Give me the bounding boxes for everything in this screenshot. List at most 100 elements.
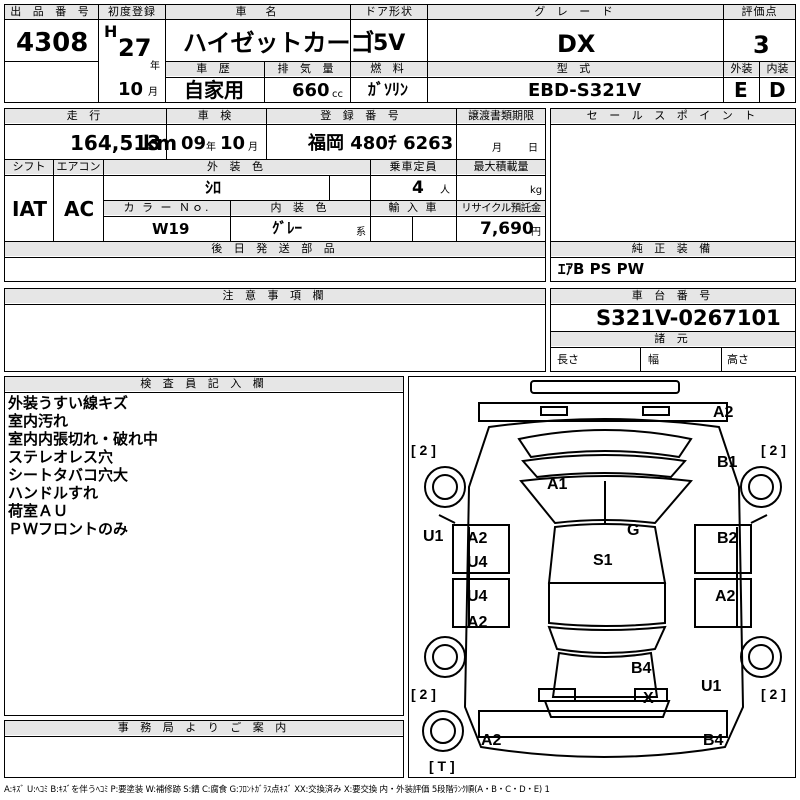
damage-mark: S1 xyxy=(593,552,613,569)
side-label: [ 2 ] xyxy=(761,686,786,702)
transfer-day-unit: 日 xyxy=(528,143,538,154)
fuel-label: 燃 料 xyxy=(351,62,427,76)
year-unit: 年 xyxy=(150,61,160,72)
lot-number: 4308 xyxy=(16,28,89,58)
damage-mark: G xyxy=(627,522,639,539)
model-label: 型 式 xyxy=(428,62,723,76)
height-label: 高さ xyxy=(727,353,749,366)
interior-score: D xyxy=(769,78,786,102)
inspection-month-unit: 月 xyxy=(248,142,258,153)
color-number: W19 xyxy=(152,220,190,238)
capacity: 4 xyxy=(412,178,424,198)
grade: DX xyxy=(557,30,596,58)
inspector-label: 検 査 員 記 入 欄 xyxy=(5,377,403,391)
spec-label: 諸 元 xyxy=(551,332,795,346)
first-reg-label: 初度登録 xyxy=(99,5,165,19)
displacement: 660 xyxy=(292,80,330,101)
damage-diagram: A2 B1 A1 G U1 A2 U4 S1 B2 U4 A2 A2 B4 U1… xyxy=(408,376,796,778)
mileage: 164,513 xyxy=(70,131,162,155)
chassis-number: S321V-0267101 xyxy=(596,306,781,330)
inspection-month: 10 xyxy=(220,133,246,154)
interior-label: 内装 xyxy=(760,62,795,76)
grade-label: グ レ ー ド xyxy=(428,5,723,19)
inspection-year-unit: 年 xyxy=(206,142,216,153)
damage-mark: U4 xyxy=(467,588,488,605)
inspection-year: 09 xyxy=(181,133,207,154)
inspector-note: 外装うすい線キズ xyxy=(8,394,129,412)
notes-box xyxy=(4,288,546,372)
transfer-month-unit: 月 xyxy=(492,143,502,154)
legend: A:ｷｽﾞ U:ﾍｺﾐ B:ｷｽﾞを伴うﾍｺﾐ P:要塗装 W:補修跡 S:錆 … xyxy=(4,785,550,795)
inspector-box xyxy=(4,376,404,716)
length-label: 長さ xyxy=(557,353,579,366)
first-reg-month: 10 xyxy=(118,79,144,100)
equipment: ｴｱB PS PW xyxy=(558,260,645,278)
damage-mark: B2 xyxy=(717,530,738,547)
interior-color-suffix: 系 xyxy=(356,227,366,238)
mileage-label: 走 行 xyxy=(5,109,166,123)
recycle-fee: 7,690 xyxy=(480,219,534,239)
model: EBD-S321V xyxy=(528,80,642,101)
damage-mark: A1 xyxy=(547,476,568,493)
chassis-label: 車 台 番 号 xyxy=(551,289,795,303)
era: H xyxy=(104,22,118,41)
inspector-note: 室内汚れ xyxy=(8,412,69,430)
damage-mark: A2 xyxy=(481,732,502,749)
name-label: 車 名 xyxy=(166,5,350,19)
inspector-note: 室内内張切れ・破れ中 xyxy=(8,430,159,448)
damage-mark: X xyxy=(643,690,654,707)
equipment-label: 純 正 装 備 xyxy=(551,242,795,256)
displacement-unit: cc xyxy=(332,89,343,100)
transfer-label: 譲渡書類期限 xyxy=(457,109,545,123)
inspector-note: ＰＷフロントのみ xyxy=(8,520,129,538)
exterior-score: E xyxy=(734,78,748,102)
notes-label: 注 意 事 項 欄 xyxy=(5,289,545,303)
int-color-label: 内 装 色 xyxy=(231,201,370,215)
damage-mark: B4 xyxy=(631,660,652,677)
inspector-note: 荷室ＡＵ xyxy=(8,502,69,520)
damage-mark: U1 xyxy=(423,528,444,545)
month-unit: 月 xyxy=(148,87,158,98)
color-no-label: カ ラ ー Ｎｏ. xyxy=(104,201,230,215)
mileage-unit: km xyxy=(143,131,178,155)
chassis-box xyxy=(550,288,796,372)
fuel: ｶﾞｿﾘﾝ xyxy=(368,80,409,99)
damage-mark: U1 xyxy=(701,678,722,695)
office-label: 事 務 局 よ り ご 案 内 xyxy=(5,721,403,735)
load-unit: kg xyxy=(530,185,543,196)
door-label: ドア形状 xyxy=(351,5,427,19)
lot-label: 出 品 番 号 xyxy=(5,5,98,19)
side-label: [ 2 ] xyxy=(411,686,436,702)
header-block xyxy=(4,4,796,103)
interior-color: ｸﾞﾚｰ xyxy=(272,219,303,237)
recycle-unit: 円 xyxy=(531,227,541,238)
score: 3 xyxy=(753,31,770,59)
width-label: 幅 xyxy=(648,353,659,366)
inspector-note: ハンドルすれ xyxy=(8,484,99,502)
later-parts-label: 後 日 発 送 部 品 xyxy=(5,242,545,256)
displacement-label: 排 気 量 xyxy=(265,62,350,76)
load-label: 最大積載量 xyxy=(457,160,545,174)
color-label: 外 装 色 xyxy=(104,160,370,174)
score-label: 評価点 xyxy=(724,5,795,19)
recycle-label: リサイクル預託金 xyxy=(457,201,545,215)
first-reg-year: 27 xyxy=(118,34,152,62)
vehicle-outline: A2 B1 A1 G U1 A2 U4 S1 B2 U4 A2 A2 B4 U1… xyxy=(411,380,786,774)
office-box xyxy=(4,720,404,778)
ac: AC xyxy=(64,197,95,221)
door-type: 5V xyxy=(373,31,406,56)
inspection-label: 車 検 xyxy=(167,109,266,123)
exterior-label: 外装 xyxy=(724,62,759,76)
inspector-note: シートタバコ穴大 xyxy=(8,466,129,484)
capacity-label: 乗車定員 xyxy=(371,160,456,174)
plate-number: 福岡 480ﾁ 6263 xyxy=(308,133,454,154)
info-block xyxy=(4,108,546,282)
sales-point-label: セ ー ル ス ポ イ ン ト xyxy=(551,109,795,123)
damage-mark: A2 xyxy=(715,588,736,605)
damage-mark: B1 xyxy=(717,454,738,471)
damage-mark: A2 xyxy=(713,404,734,421)
side-label: [ T ] xyxy=(429,758,455,774)
import-label: 輸 入 車 xyxy=(371,201,456,215)
damage-mark: A2 xyxy=(467,614,488,631)
side-label: [ 2 ] xyxy=(761,442,786,458)
